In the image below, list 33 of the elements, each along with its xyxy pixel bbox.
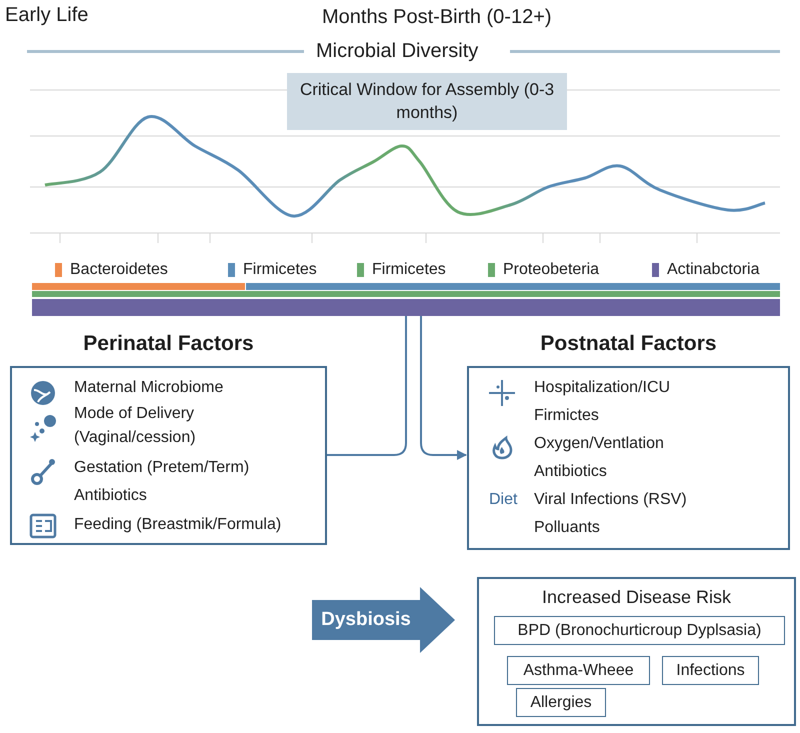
factor-text: Viral Infections (RSV) [534, 490, 688, 510]
factor-text: Gestation (Pretem/Term) [74, 458, 250, 478]
disease-box: Allergies [516, 688, 606, 717]
factor-text: Firmictes [534, 406, 600, 426]
factor-text: Diet [489, 490, 518, 510]
axis-title: Months Post-Birth (0-12+) [322, 6, 552, 29]
factor-text: Feeding (Breastmik/Formula) [74, 515, 282, 535]
disease-box: BPD (Bronochurticroup Dyplsasia) [494, 616, 785, 645]
factor-text: Mode of Delivery (Vaginal/cession) [74, 404, 197, 448]
disease-box: Asthma-Wheee [507, 656, 650, 685]
risk-box [477, 577, 796, 726]
factor-text: Antibiotics [534, 462, 608, 482]
box-heading: Increased Disease Risk [540, 587, 732, 608]
axis-title: Early Life [5, 4, 88, 27]
legend-text: Proteobeteria [503, 261, 600, 279]
disease-box: Infections [662, 656, 759, 685]
chart-title: Microbial Diversity [316, 40, 478, 63]
section-heading: Perinatal Factors [82, 332, 255, 356]
legend-text: Firmicetes [243, 261, 317, 279]
factor-text: Antibiotics [74, 486, 148, 506]
factor-text: Maternal Microbiome [74, 378, 224, 398]
window-box: Critical Window for Assembly (0-3 months) [287, 73, 567, 130]
factor-text: Oxygen/Ventlation [534, 434, 665, 454]
phylum-bars [32, 283, 780, 316]
legend-text: Actinabctoria [667, 261, 760, 279]
legend-text: Firmicetes [372, 261, 446, 279]
factor-text: Hospitalization/ICU [534, 378, 672, 398]
legend-text: Bacteroidetes [70, 261, 168, 279]
arrow-label: Dysbiosis [320, 608, 412, 632]
section-heading: Postnatal Factors [539, 332, 718, 356]
dysbiosis-arrow [312, 587, 455, 653]
factor-text: Polluants [534, 518, 601, 538]
connector-arrow [420, 316, 467, 460]
